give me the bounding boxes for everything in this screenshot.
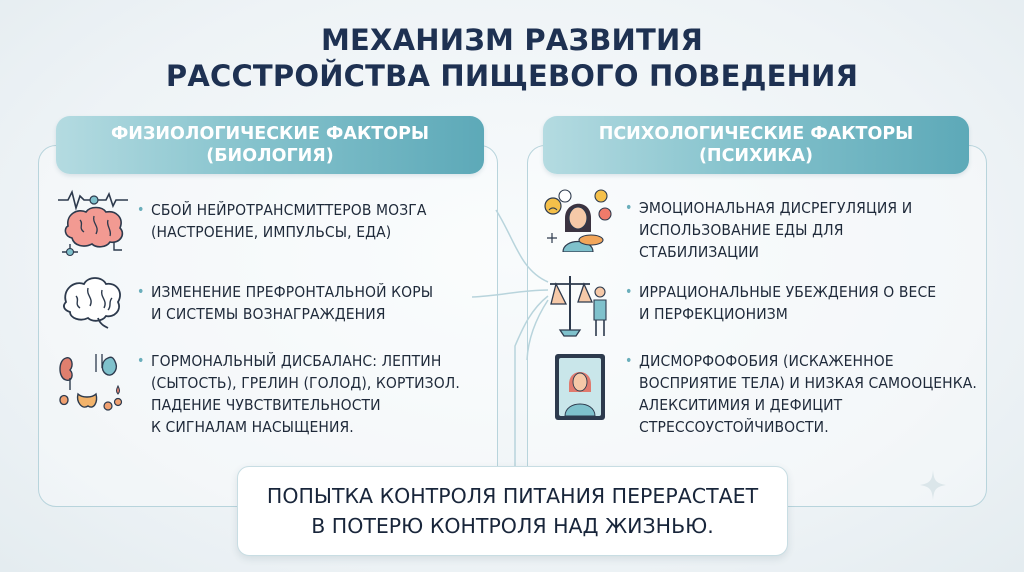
mirror-reflection-icon (555, 354, 605, 420)
psychological-item-emotional-dysregulation: • ЭМОЦИОНАЛЬНАЯ ДИСРЕГУЛЯЦИЯ И ИСПОЛЬЗОВ… (625, 197, 912, 263)
item-text-line: ВОСПРИЯТИЕ ТЕЛА) И НИЗКАЯ САМООЦЕНКА. (639, 374, 977, 392)
physiological-panel (38, 145, 498, 507)
emotional-eating-woman-icon (544, 189, 612, 252)
item-text-line: ГОРМОНАЛЬНЫЙ ДИСБАЛАНС: ЛЕПТИН (151, 352, 442, 370)
item-text-line: СТАБИЛИЗАЦИИ (639, 243, 760, 261)
bullet-icon: • (625, 284, 633, 300)
item-text-line: ПАДЕНИЕ ЧУВСТВИТЕЛЬНОСТИ (151, 396, 381, 414)
item-text-line: (СЫТОСТЬ), ГРЕЛИН (ГОЛОД), КОРТИЗОЛ. (151, 374, 460, 392)
psychological-header: ПСИХОЛОГИЧЕСКИЕ ФАКТОРЫ (ПСИХИКА) (543, 116, 969, 174)
conclusion-banner: ПОПЫТКА КОНТРОЛЯ ПИТАНИЯ ПЕРЕРАСТАЕТ В П… (237, 466, 788, 556)
physiological-header-line-1: ФИЗИОЛОГИЧЕСКИЕ ФАКТОРЫ (110, 124, 430, 144)
item-text-line: ИСПОЛЬЗОВАНИЕ ЕДЫ ДЛЯ (639, 221, 844, 239)
bullet-icon: • (137, 353, 145, 369)
psychological-header-line-2: (ПСИХИКА) (698, 146, 814, 166)
psychological-item-dysmorphophobia: • ДИСМОРФОФОБИЯ (ИСКАЖЕННОЕ ВОСПРИЯТИЕ Т… (625, 350, 977, 438)
conclusion-line-1: ПОПЫТКА КОНТРОЛЯ ПИТАНИЯ ПЕРЕРАСТАЕТ (266, 484, 759, 508)
item-text-line: ДИСМОРФОФОБИЯ (ИСКАЖЕННОЕ (639, 352, 894, 370)
item-text-line: ЭМОЦИОНАЛЬНАЯ ДИСРЕГУЛЯЦИЯ И (639, 199, 913, 217)
physiological-header: ФИЗИОЛОГИЧЕСКИЕ ФАКТОРЫ (БИОЛОГИЯ) (56, 116, 484, 174)
item-text-line: И ПЕРФЕКЦИОНИЗМ (639, 305, 788, 323)
item-text-line: (НАСТРОЕНИЕ, ИМПУЛЬСЫ, ЕДА) (151, 223, 392, 241)
bullet-icon: • (625, 353, 633, 369)
title-line-2: РАССТРОЙСТВА ПИЩЕВОГО ПОВЕДЕНИЯ (165, 59, 859, 93)
physiological-item-neurotransmitters: • СБОЙ НЕЙРОТРАНСМИТТЕРОВ МОЗГА (НАСТРОЕ… (137, 199, 427, 243)
item-text-line: СБОЙ НЕЙРОТРАНСМИТТЕРОВ МОЗГА (151, 201, 427, 219)
scale-person-icon (550, 276, 607, 337)
bullet-icon: • (625, 200, 633, 216)
conclusion-line-2: В ПОТЕРЮ КОНТРОЛЯ НАД ЖИЗНЬЮ. (311, 514, 714, 538)
bullet-icon: • (137, 284, 145, 300)
psychological-item-irrational-beliefs: • ИРРАЦИОНАЛЬНЫЕ УБЕЖДЕНИЯ О ВЕСЕ И ПЕРФ… (625, 281, 936, 325)
endocrine-organs-icon (59, 354, 123, 411)
item-text-line: АЛЕКСИТИМИЯ И ДЕФИЦИТ (639, 396, 843, 414)
item-text-line: К СИГНАЛАМ НАСЫЩЕНИЯ. (151, 418, 354, 436)
physiological-item-hormonal-imbalance: • ГОРМОНАЛЬНЫЙ ДИСБАЛАНС: ЛЕПТИН (СЫТОСТ… (137, 350, 460, 438)
bullet-icon: • (137, 202, 145, 218)
physiological-item-prefrontal-cortex: • ИЗМЕНЕНИЕ ПРЕФРОНТАЛЬНОЙ КОРЫ И СИСТЕМ… (137, 281, 433, 325)
sparkle-icon (920, 470, 946, 500)
item-text-line: СТРЕССОУСТОЙЧИВОСТИ. (639, 418, 829, 436)
item-text-line: И СИСТЕМЫ ВОЗНАГРАЖДЕНИЯ (151, 305, 386, 323)
brain-neurotransmitter-icon (58, 189, 128, 257)
title-line-1: МЕХАНИЗМ РАЗВИТИЯ (320, 23, 704, 57)
psychological-header-line-1: ПСИХОЛОГИЧЕСКИЕ ФАКТОРЫ (598, 124, 914, 144)
brain-icon (63, 277, 121, 329)
page-title: МЕХАНИЗМ РАЗВИТИЯ РАССТРОЙСТВА ПИЩЕВОГО … (0, 22, 1024, 94)
item-text-line: ИЗМЕНЕНИЕ ПРЕФРОНТАЛЬНОЙ КОРЫ (151, 283, 434, 301)
physiological-header-line-2: (БИОЛОГИЯ) (206, 146, 334, 166)
item-text-line: ИРРАЦИОНАЛЬНЫЕ УБЕЖДЕНИЯ О ВЕСЕ (639, 283, 937, 301)
